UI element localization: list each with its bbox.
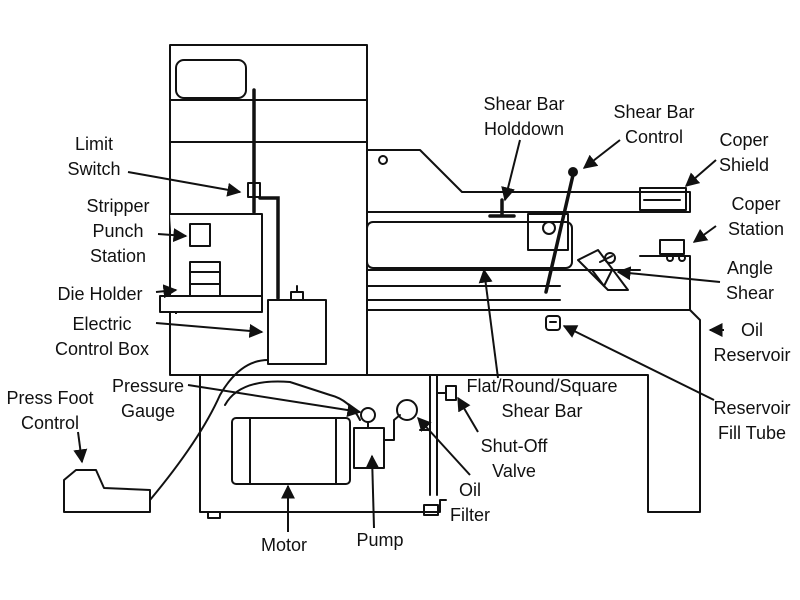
arrow-coper-station [692, 225, 717, 243]
arrow-shear-bar [478, 268, 499, 379]
label-motor: Motor [260, 535, 308, 555]
callout-arrows [73, 139, 724, 532]
coper-station-block [659, 239, 685, 255]
arrow-pump [365, 454, 380, 529]
control-lever [544, 173, 575, 294]
motor [231, 417, 351, 485]
limit-switch [247, 182, 261, 198]
shear-frame-top [366, 149, 691, 213]
arrow-coper-shield [684, 159, 717, 187]
shutoff-valve [445, 385, 457, 401]
arrow-shutoff-valve [457, 396, 479, 433]
punch-bed [159, 295, 263, 313]
electric-control-box [267, 299, 327, 365]
oil-filter [396, 399, 418, 421]
arrow-press-foot [73, 431, 88, 464]
label-pump: Pump [356, 530, 404, 550]
shear-blade-housing [366, 221, 573, 269]
machine-body [63, 44, 701, 519]
coper-shield [639, 187, 687, 211]
press-foot-control [63, 469, 151, 513]
holddown-handle [488, 198, 516, 218]
pressure-gauge [360, 407, 376, 423]
arrow-oil-filter [417, 416, 471, 476]
holddown-block [527, 213, 569, 251]
reservoir-wall [366, 309, 701, 513]
hydraulic-lines [429, 374, 438, 496]
base-enclosure [199, 374, 649, 513]
pump [353, 427, 385, 469]
angle-shear [577, 249, 629, 291]
foot-cable [149, 359, 269, 501]
die-holder-block [189, 261, 221, 297]
arrow-limit-switch [127, 171, 242, 197]
arrow-die-holder [155, 284, 178, 299]
arrow-shear-control [582, 139, 621, 169]
stripper-punch [189, 223, 211, 247]
switch-cable [258, 196, 280, 300]
arrow-stripper-punch [157, 228, 188, 243]
top-window [175, 59, 247, 99]
arrow-electric-box [155, 322, 264, 338]
arrow-pressure-gauge [187, 384, 362, 417]
label-die-holder: Die Holder [57, 284, 143, 304]
arrow-angle-shear [616, 266, 721, 283]
arrow-holddown [501, 139, 521, 202]
arrow-fill-tube [562, 325, 715, 401]
